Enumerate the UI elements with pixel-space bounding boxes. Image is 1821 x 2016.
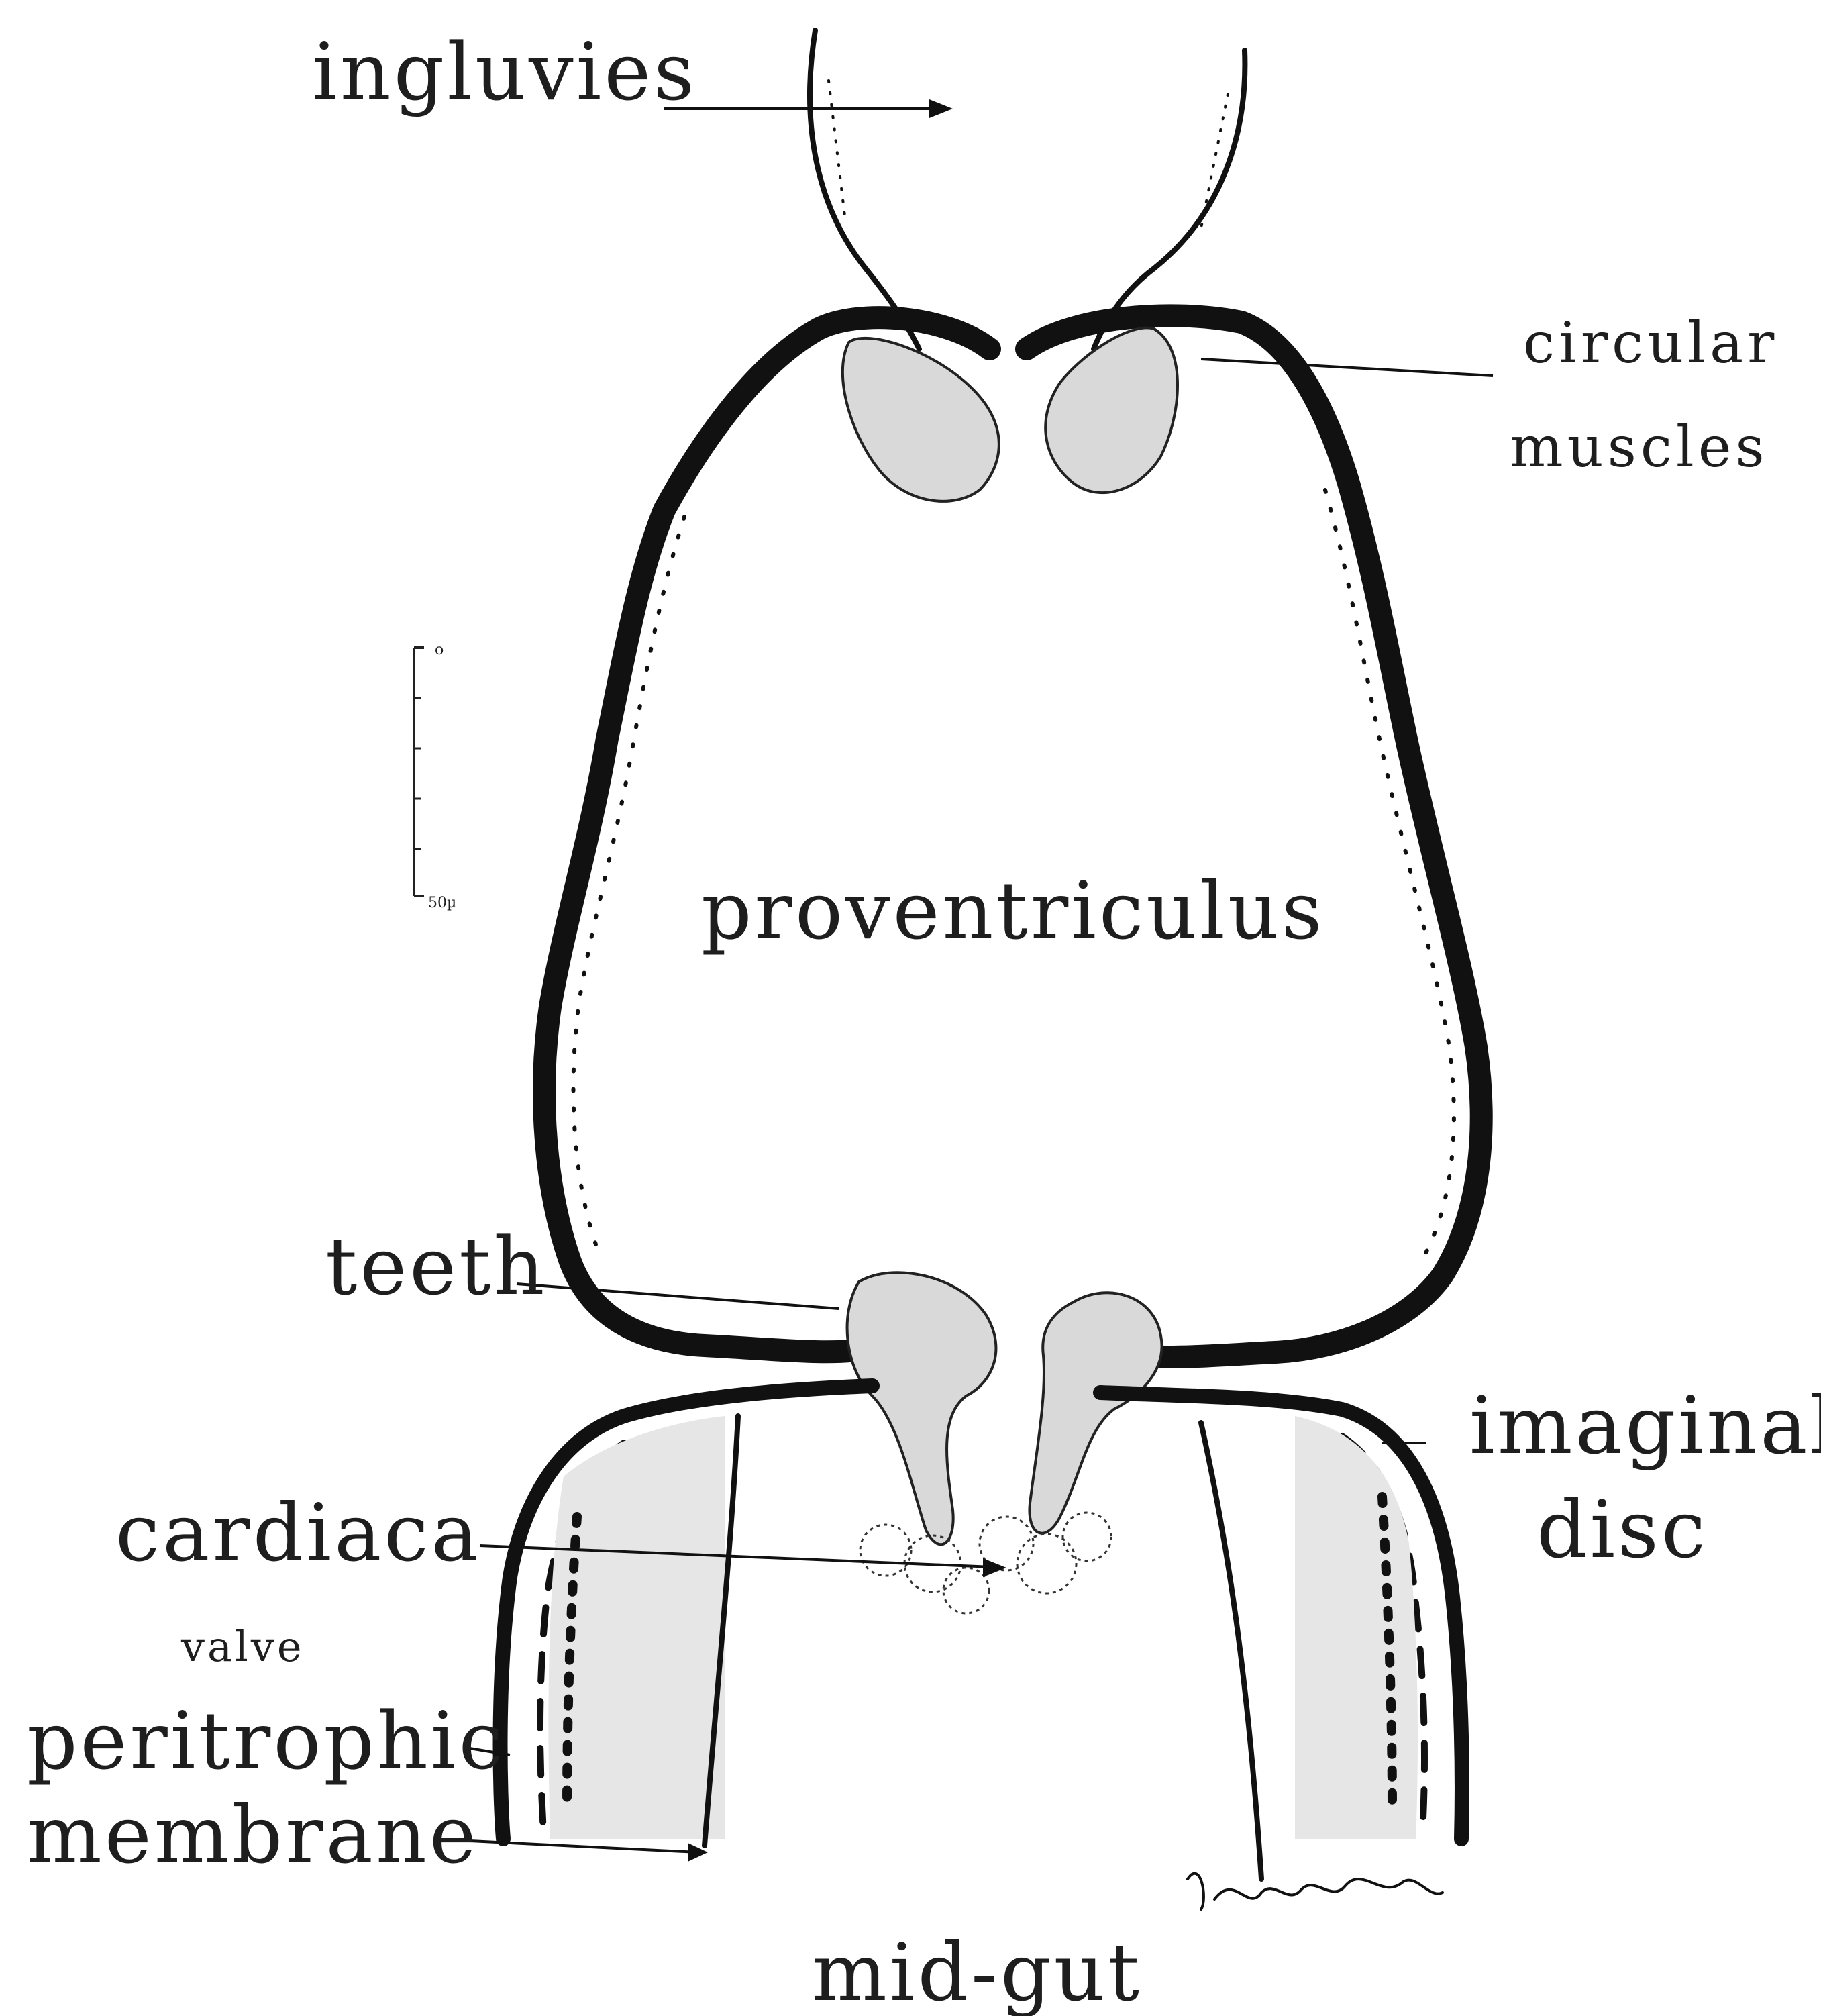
ingluvies-walls bbox=[810, 30, 1245, 349]
label-mid-gut: mid-gut bbox=[812, 1926, 1142, 2016]
label-muscles: muscles bbox=[1510, 414, 1769, 480]
label-proventriculus: proventriculus bbox=[701, 864, 1324, 957]
label-peritrophic: peritrophic bbox=[27, 1695, 506, 1787]
label-ingluvies: ingluvies bbox=[312, 26, 697, 118]
label-cardiaca: cardiaca bbox=[115, 1486, 481, 1579]
label-circular: circular bbox=[1523, 310, 1778, 376]
label-imaginal: imaginal bbox=[1469, 1379, 1821, 1472]
scale-bar-top-label: o bbox=[435, 642, 444, 658]
artist-signature bbox=[1188, 1874, 1443, 1909]
cardiaca-arrow-head-icon bbox=[983, 1558, 1006, 1577]
ingluvies-arrow-head-icon bbox=[929, 99, 953, 118]
scale-bar-bottom-label: 50µ bbox=[428, 895, 456, 911]
label-disc: disc bbox=[1537, 1483, 1708, 1576]
upper-folds bbox=[843, 327, 1178, 501]
scale-bar: o 50µ bbox=[414, 642, 456, 911]
label-membrane: membrane bbox=[27, 1788, 479, 1881]
proventriculus-wall bbox=[544, 315, 1481, 1357]
label-teeth: teeth bbox=[325, 1220, 548, 1313]
label-valve: valve bbox=[180, 1622, 305, 1671]
midgut-walls bbox=[501, 1386, 1462, 1879]
